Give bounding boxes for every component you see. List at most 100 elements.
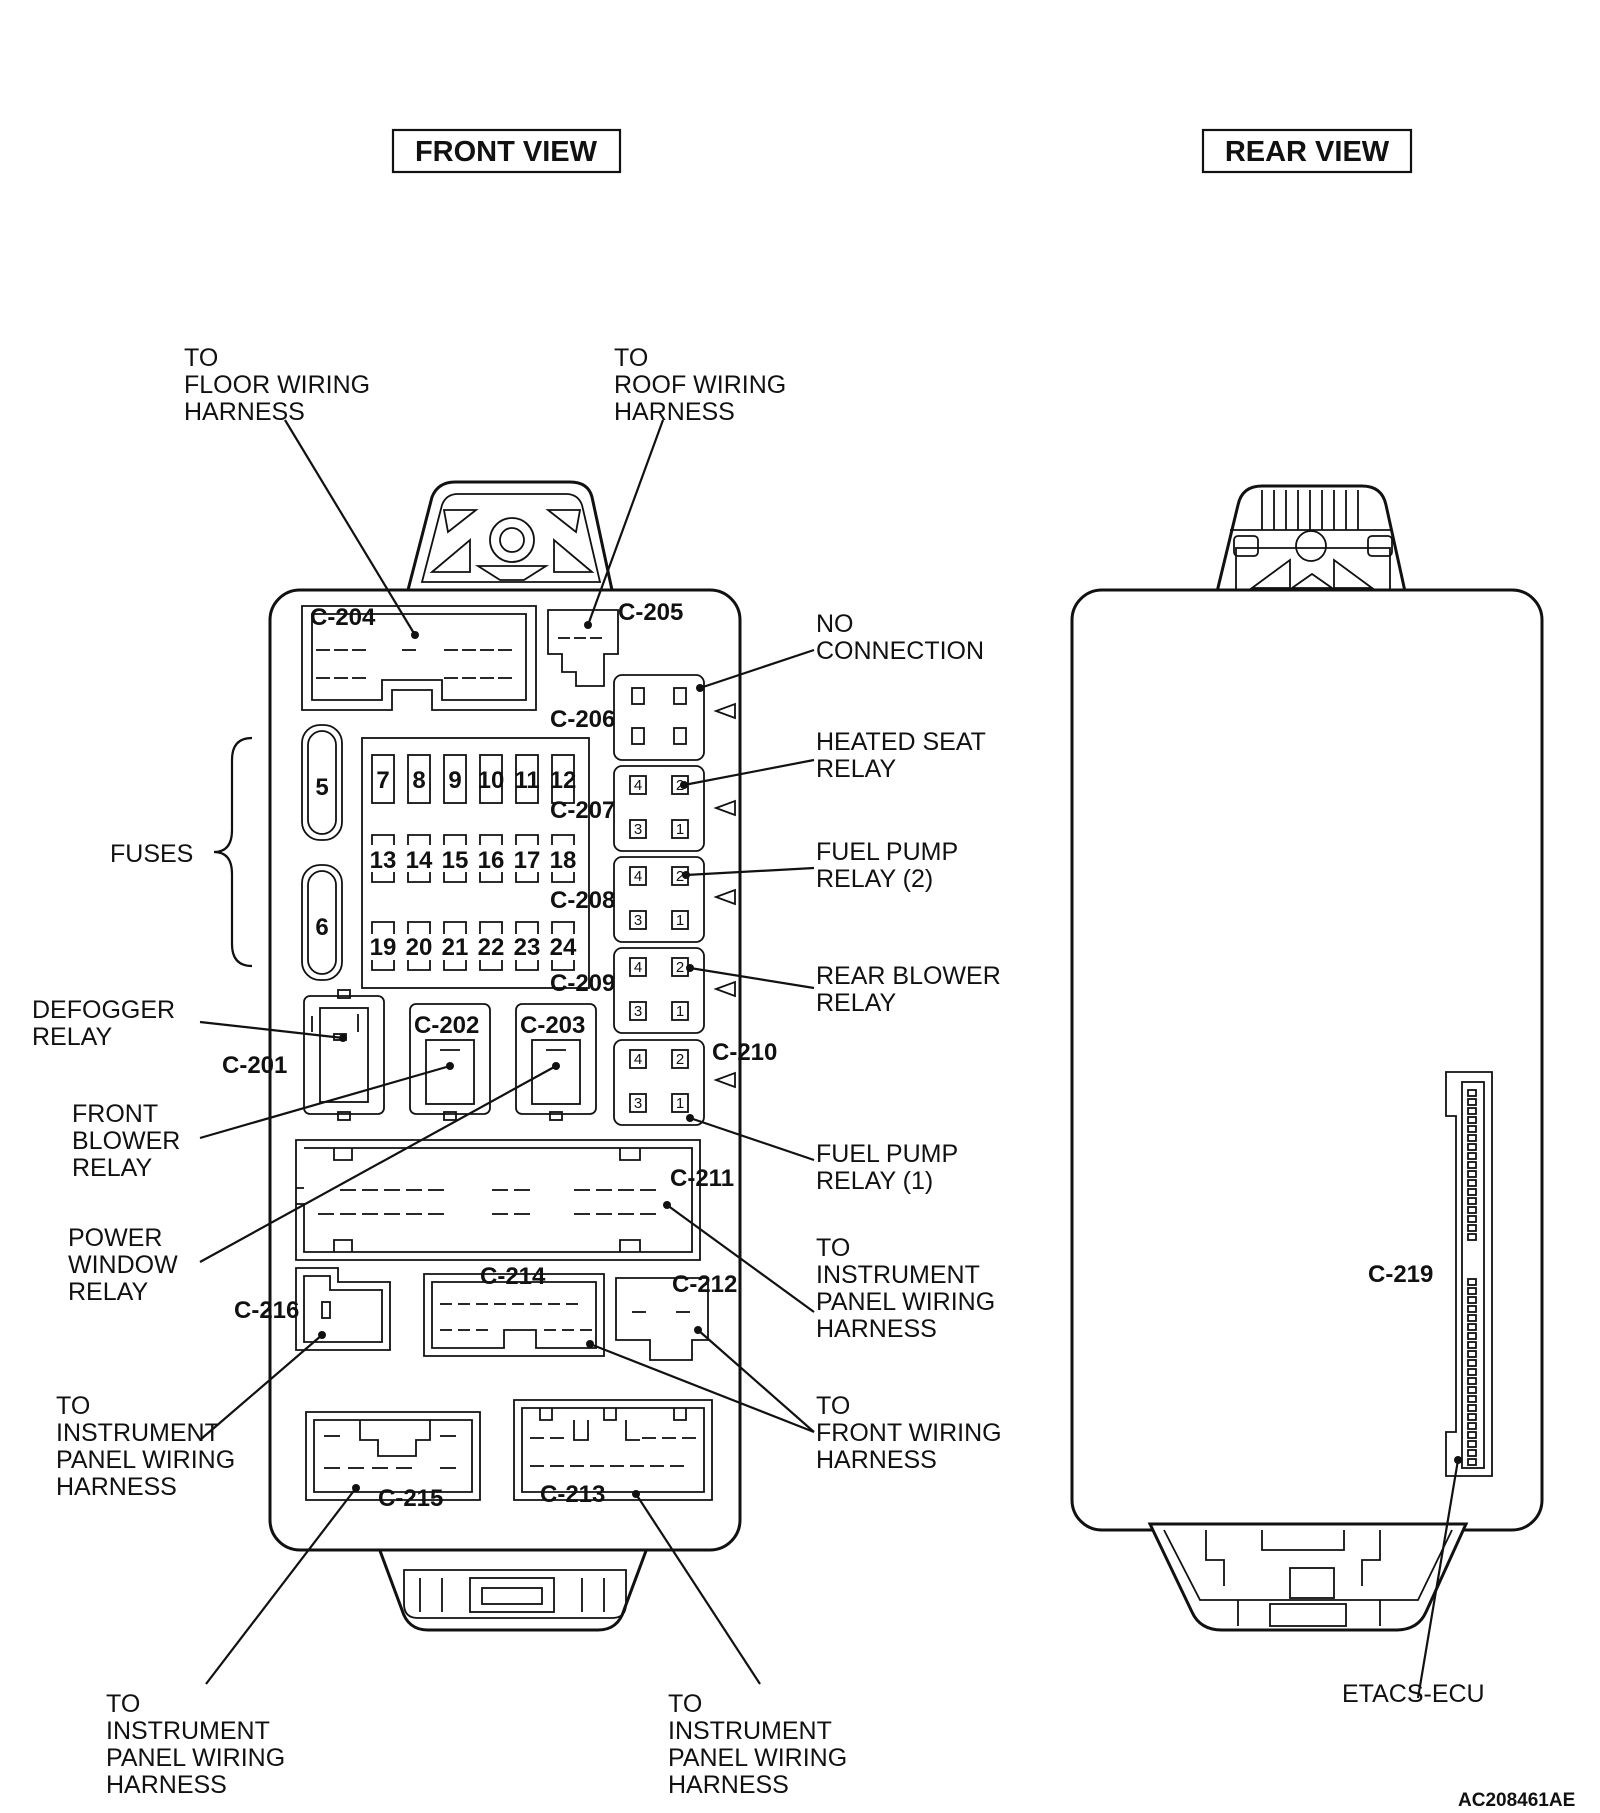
c219-pin-slot [1467,1359,1477,1367]
c219-pin-slot [1467,1449,1477,1457]
fuse-17-label: 17 [514,847,541,874]
c204-label: C-204 [310,604,376,631]
c219-pin-slot [1467,1395,1477,1403]
c219-pin-slot [1467,1287,1477,1295]
callout-ip-harness-bottom-right: TO INSTRUMENT PANEL WIRING HARNESS [668,1690,854,1799]
c219-pin-slot [1467,1188,1477,1196]
rear-view-title: REAR VIEW [1201,128,1413,174]
c219-pin-slot [1467,1341,1477,1349]
connector-c211: C-211 [295,1139,734,1261]
c212-label: C-212 [672,1271,737,1298]
c219-pin-slot [1467,1314,1477,1322]
callout-fuses: FUSES [110,840,193,868]
fuse-16-label: 16 [478,847,505,874]
fuse-18-label: 18 [550,847,577,874]
c219-pin-slot [1467,1431,1477,1439]
front-view-title: FRONT VIEW [391,128,622,174]
connector-c219: C-219 [1368,1071,1493,1477]
fuse-22-label: 22 [478,934,505,961]
c219-pin-slot [1467,1377,1477,1385]
connector-c214: C-214 [423,1263,605,1357]
c209-pin1: 1 [676,1003,684,1020]
c219-pin-slot [1467,1458,1477,1466]
relay-c209: 4 2 3 1 C-209 [550,947,736,1034]
c219-pin-slot [1467,1233,1477,1241]
c208-pin3: 3 [634,912,642,929]
fuse-24-label: 24 [550,934,577,961]
relay-c202: C-202 [409,1003,491,1121]
c219-pin-slot [1467,1170,1477,1178]
callout-ip-harness-bottom-left: TO INSTRUMENT PANEL WIRING HARNESS [106,1690,292,1799]
c219-pin-slot [1467,1107,1477,1115]
c210-pin3: 3 [634,1095,642,1112]
callout-ip-harness-right: TO INSTRUMENT PANEL WIRING HARNESS [816,1234,1002,1343]
c219-pin-slot [1467,1440,1477,1448]
c207-label: C-207 [550,797,615,824]
fuse-5: 5 [301,724,343,841]
c219-pin-slot [1467,1422,1477,1430]
rear-view-box [1070,484,1544,1632]
c219-pin-slot [1467,1206,1477,1214]
connector-c204: C-204 [301,604,537,711]
connector-c216: C-216 [234,1267,391,1351]
c207-pin3: 3 [634,821,642,838]
c219-pin-slot [1467,1215,1477,1223]
c209-label: C-209 [550,970,615,997]
fuse-8-label: 8 [412,767,425,794]
c209-pin2: 2 [676,959,684,976]
fuse-13-label: 13 [370,847,397,874]
c210-pin2: 2 [676,1051,684,1068]
c214-label: C-214 [480,1263,546,1290]
fuse-6-label: 6 [315,914,328,941]
fuse-23-label: 23 [514,934,541,961]
front-view-title-text: FRONT VIEW [415,136,598,168]
relay-c203: C-203 [515,1003,597,1121]
c219-pin-slot [1467,1296,1477,1304]
c219-pin-slot [1467,1224,1477,1232]
c205-label: C-205 [618,599,683,626]
callout-front-harness: TO FRONT WIRING HARNESS [816,1392,1009,1474]
callout-fuel-pump-relay-2: FUEL PUMP RELAY (2) [816,838,965,893]
c208-pin1: 1 [676,912,684,929]
fuse-block: 7 8 9 10 11 12 13 14 15 16 17 18 19 20 2… [361,737,590,989]
connector-c205: C-205 [547,599,683,687]
callout-ip-harness-left: TO INSTRUMENT PANEL WIRING HARNESS [56,1392,242,1501]
c206-label: C-206 [550,706,615,733]
callout-rear-blower-relay: REAR BLOWER RELAY [816,962,1008,1017]
front-view-box [268,480,742,1632]
c203-label: C-203 [520,1012,585,1039]
fuse-7-label: 7 [376,767,389,794]
leader-lines [199,419,815,1685]
fuse-6: 6 [301,864,343,981]
callout-heated-seat-relay: HEATED SEAT RELAY [816,728,992,783]
c211-label: C-211 [670,1165,734,1192]
relay-c208: 4 2 3 1 C-208 [550,856,736,943]
c219-pin-slot [1467,1125,1477,1133]
c219-pin-slot [1467,1386,1477,1394]
connector-c213: C-213 [513,1399,713,1508]
relay-c206: C-206 [550,674,736,761]
relay-c207: 4 2 3 1 C-207 [550,765,736,852]
c219-pin-slot [1467,1350,1477,1358]
c219-pin-slot [1467,1278,1477,1286]
relay-c210: 4 2 3 1 C-210 [613,1039,777,1126]
reference-code: AC208461AE [1458,1790,1575,1811]
c219-label: C-219 [1368,1261,1433,1288]
fuse-11-label: 11 [514,767,539,794]
c219-pin-slot [1467,1161,1477,1169]
c219-pin-slot [1467,1404,1477,1412]
c210-pin1: 1 [676,1095,684,1112]
relay-c201: C-201 [222,989,385,1121]
fuse-10-label: 10 [478,767,505,794]
c208-pin4: 4 [634,868,642,885]
fuse-14-label: 14 [406,847,433,874]
c219-pin-slot [1467,1179,1477,1187]
c219-pin-slot [1467,1098,1477,1106]
c219-pin-slot [1467,1134,1477,1142]
fuse-20-label: 20 [406,934,433,961]
callout-floor-harness: TO FLOOR WIRING HARNESS [184,344,377,426]
c219-pin-slot [1467,1332,1477,1340]
c219-pin-slot [1467,1305,1477,1313]
fuse-9-label: 9 [448,767,461,794]
c219-pin-slot [1467,1413,1477,1421]
